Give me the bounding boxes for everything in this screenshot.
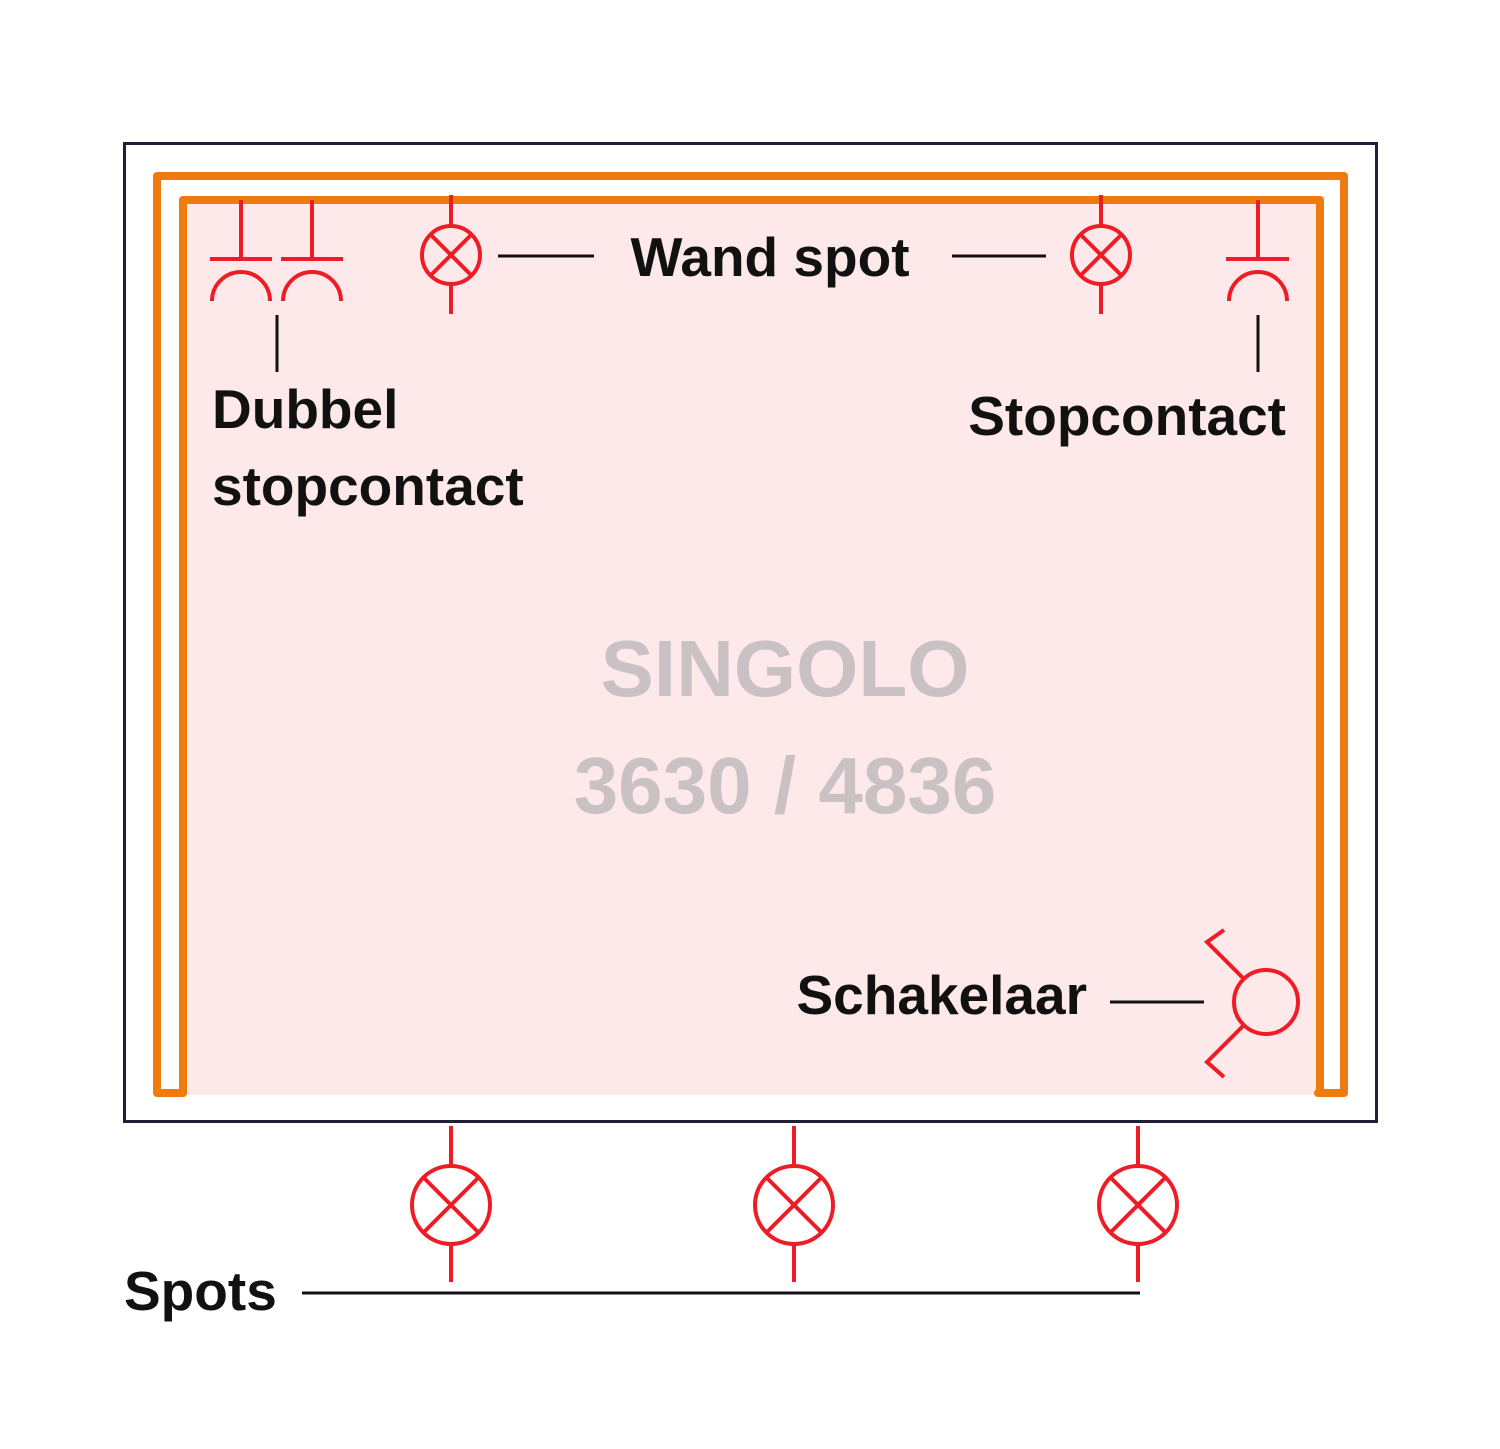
wall-spot-symbol	[420, 195, 482, 314]
wall-spot-label: Wand spot	[630, 226, 909, 288]
socket-symbol	[1226, 200, 1289, 302]
switch-label: Schakelaar	[797, 964, 1088, 1026]
spot-symbol	[1097, 1126, 1179, 1282]
spot-symbol	[410, 1126, 492, 1282]
spot-symbol	[753, 1126, 835, 1282]
double-socket-label-line1: Dubbel	[212, 378, 398, 440]
spots-label: Spots	[124, 1260, 277, 1322]
double-socket-label-line2: stopcontact	[212, 455, 524, 517]
outer-rail	[153, 172, 1348, 1097]
socket-label: Stopcontact	[968, 385, 1286, 447]
leader-lines	[275, 254, 1260, 1295]
rail	[153, 172, 1348, 1097]
symbols	[210, 195, 1300, 1282]
watermark-title: SINGOLO	[601, 624, 970, 713]
watermark-subtitle: 3630 / 4836	[574, 741, 997, 830]
switch-symbol	[1203, 928, 1300, 1079]
inner-rail	[179, 196, 1324, 1097]
wall-spot-symbol	[1070, 195, 1132, 314]
double-socket-symbol	[210, 200, 343, 302]
interior-area	[180, 200, 1320, 1095]
